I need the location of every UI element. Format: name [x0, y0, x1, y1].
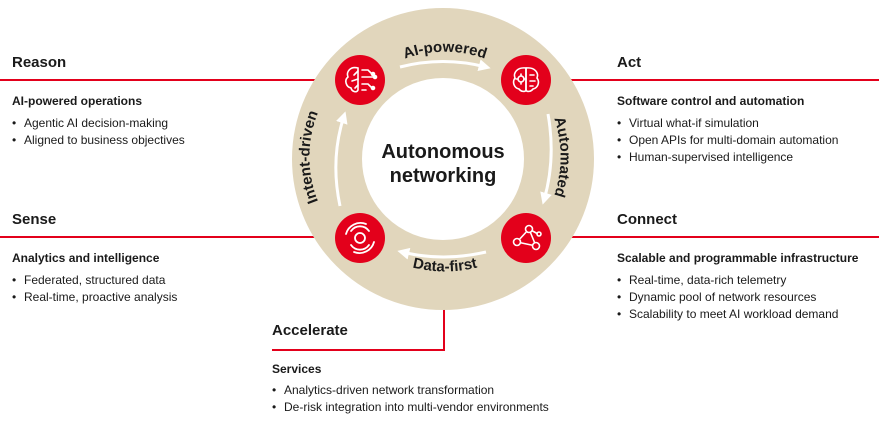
connect-list: Real-time, data-rich telemetry Dynamic p…	[617, 272, 838, 323]
sense-list: Federated, structured data Real-time, pr…	[12, 272, 177, 306]
accelerate-section: Accelerate Services Analytics-driven net…	[272, 322, 549, 416]
arrow-top	[399, 59, 491, 72]
act-list: Virtual what-if simulation Open APIs for…	[617, 115, 838, 166]
label-data-first: Data-first	[411, 255, 478, 276]
list-item: Agentic AI decision-making	[12, 115, 185, 132]
connect-rule	[505, 236, 879, 238]
act-title: Act	[617, 54, 642, 71]
reason-section: Reason AI-powered operations Agentic AI …	[12, 54, 185, 149]
reason-title: Reason	[12, 54, 67, 71]
list-item: Real-time, data-rich telemetry	[617, 272, 838, 289]
list-item: Open APIs for multi-domain automation	[617, 132, 838, 149]
accelerate-subtitle: Services	[272, 362, 322, 376]
sense-subtitle: Analytics and intelligence	[12, 251, 160, 265]
list-item: Real-time, proactive analysis	[12, 289, 177, 306]
accelerate-list: Analytics-driven network transformation …	[272, 382, 549, 416]
accelerate-rule-vertical	[443, 308, 445, 351]
label-ai-powered: AI-powered	[401, 39, 489, 63]
list-item: Scalability to meet AI workload demand	[617, 306, 838, 323]
network-nodes-icon	[501, 213, 551, 263]
reason-rule	[0, 79, 355, 81]
list-item: Dynamic pool of network resources	[617, 289, 838, 306]
arrow-left	[334, 111, 348, 207]
list-item: Human-supervised intelligence	[617, 149, 838, 166]
list-item: Federated, structured data	[12, 272, 177, 289]
act-subtitle: Software control and automation	[617, 94, 805, 108]
center-title-line2: networking	[390, 165, 497, 187]
arrow-bottom	[397, 247, 487, 260]
act-section: Act Software control and automation Virt…	[617, 54, 838, 166]
list-item: Virtual what-if simulation	[617, 115, 838, 132]
center-title-line1: Autonomous	[381, 141, 504, 163]
list-item: Analytics-driven network transformation	[272, 382, 549, 399]
accelerate-title: Accelerate	[272, 322, 348, 339]
connect-section: Connect Scalable and programmable infras…	[617, 211, 858, 323]
reason-list: Agentic AI decision-making Aligned to bu…	[12, 115, 185, 149]
connect-title: Connect	[617, 211, 677, 228]
arrow-right	[540, 113, 553, 205]
sensor-circles-icon	[335, 213, 385, 263]
accelerate-rule-horizontal	[272, 349, 445, 351]
sense-section: Sense Analytics and intelligence Federat…	[12, 211, 177, 306]
brain-circuit-icon	[335, 55, 385, 105]
sense-rule	[0, 236, 355, 238]
sense-title: Sense	[12, 211, 57, 228]
act-rule	[505, 79, 879, 81]
list-item: Aligned to business objectives	[12, 132, 185, 149]
list-item: De-risk integration into multi-vendor en…	[272, 399, 549, 416]
connect-subtitle: Scalable and programmable infrastructure	[617, 251, 859, 265]
cycle-ring	[292, 8, 594, 310]
brain-gear-icon	[501, 55, 551, 105]
label-automated: Automated	[550, 115, 573, 200]
reason-subtitle: AI-powered operations	[12, 94, 143, 108]
